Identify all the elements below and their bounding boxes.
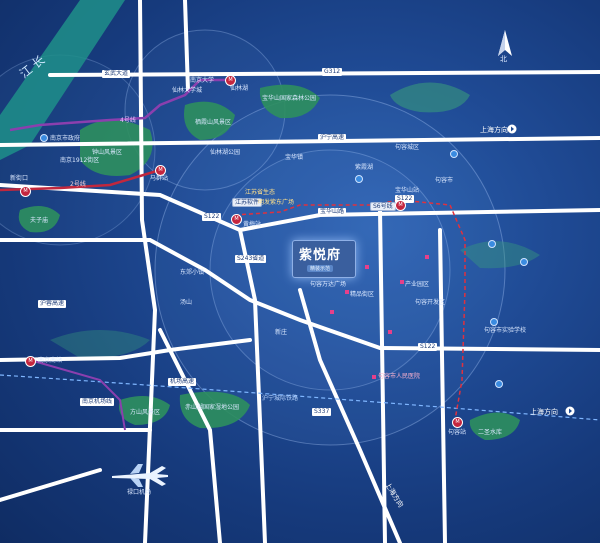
erchen-green <box>469 412 520 440</box>
compass-label: 北 <box>500 55 507 63</box>
road-label-hushan: 沪蓉高速 <box>38 300 67 308</box>
project-name: 紫悦府 <box>299 248 342 263</box>
metro-station-icon[interactable]: M <box>25 356 36 367</box>
road-label-xuanwu: 玄武大道 <box>102 70 131 78</box>
poi-mall-icon[interactable] <box>330 310 334 314</box>
metro-station-icon[interactable]: M <box>225 75 236 86</box>
poi-school-icon[interactable] <box>490 318 498 326</box>
poi-school-icon[interactable] <box>40 134 48 142</box>
place-xianlin-univ-city: 仙林大学城 <box>172 87 203 94</box>
metro-line-4 <box>9 78 225 132</box>
road-label-s122-left: S122 <box>202 213 222 221</box>
place-zhongshan: 钟山风景区 <box>92 149 123 156</box>
metro-station-icon[interactable]: M <box>20 186 31 197</box>
poi-school-icon[interactable] <box>450 150 458 158</box>
place-boutique: 精品街区 <box>350 291 375 298</box>
station-label-nanjing-south: 南京南站 <box>38 357 63 364</box>
railway-label: 沪宁城际铁路 <box>262 395 299 402</box>
place-hospital: 句容市人民医院 <box>378 373 421 380</box>
road-label-airport-hwy: 机场高速 <box>168 378 197 386</box>
metro-station-icon[interactable]: M <box>395 200 406 211</box>
direction-arrow-icon <box>507 124 517 134</box>
baohua-park <box>259 84 320 119</box>
place-wanda: 句容万达广场 <box>310 281 347 288</box>
road-label-baohua: 宝华山路 <box>318 208 347 216</box>
place-fuzimiao: 夫子庙 <box>30 217 49 224</box>
place-1912: 南京1912街区 <box>60 157 100 164</box>
road-label-s243: S243省道 <box>235 255 267 263</box>
metro-line-4-label: 4号线 <box>120 117 136 124</box>
place-xianlin-lake: 仙林湖公园 <box>210 149 241 156</box>
road-label-huning: 沪宁高速 <box>318 134 347 142</box>
place-jiangsu-eco: 江苏省生态 <box>245 189 276 196</box>
fangshan-green <box>119 396 170 425</box>
place-zixia: 紫霞湖 <box>355 164 374 171</box>
intercity-railway <box>0 374 600 421</box>
poi-school-icon[interactable] <box>355 175 363 183</box>
place-airport: 禄口机场 <box>127 489 152 496</box>
station-label-xianlin: 仙林湖 <box>230 85 249 92</box>
metro-line-2-label: 2号线 <box>70 181 86 188</box>
place-nanjing-univ: 南京大学 <box>190 77 215 84</box>
road-label-s122-bottom: S122 <box>418 343 438 351</box>
metro-station-icon[interactable]: M <box>452 417 463 428</box>
place-baohua-town: 宝华镇 <box>285 154 304 161</box>
station-label-maqun: 马群站 <box>150 175 169 182</box>
direction-shanghai-bottom: 上海方向 <box>530 408 558 416</box>
poi-mall-icon[interactable] <box>400 280 404 284</box>
qixia-park <box>184 101 235 140</box>
station-label-huangmei: 黄梅站 <box>243 221 262 228</box>
metro-line-s6-label: S6号线 <box>370 202 396 211</box>
metro-line-s6 <box>234 199 466 421</box>
place-industrial: 产业园区 <box>405 281 430 288</box>
station-label-baohua: 宝华山站 <box>395 187 420 194</box>
place-xinzhuang: 新庄 <box>275 329 288 336</box>
poi-mall-icon[interactable] <box>365 265 369 269</box>
station-label-jurong: 句容站 <box>448 429 467 436</box>
place-tangshan: 汤山 <box>180 299 193 306</box>
place-chishan: 赤山湖国家湿地公园 <box>185 404 240 411</box>
station-label-xinjiekou: 新街口 <box>10 175 29 182</box>
poi-hospital-icon[interactable] <box>372 375 376 379</box>
poi-mall-icon[interactable] <box>388 330 392 334</box>
airplane-icon <box>112 464 168 487</box>
place-dongjiao: 东郊小镇 <box>180 269 205 276</box>
zhongshan-park <box>80 120 153 176</box>
mountain-ridge-west <box>50 330 150 359</box>
road-label-airport-metro: 南京机场线 <box>80 398 115 406</box>
metro-station-icon[interactable]: M <box>231 214 242 225</box>
road-label-s122-top: S122 <box>395 195 415 203</box>
place-fangshan: 方山风景区 <box>130 409 161 416</box>
jiangsu-software-label: 江苏软件 <box>232 198 263 207</box>
metro-airport-line <box>29 359 126 431</box>
place-jurong-school: 句容市实验学校 <box>484 327 527 334</box>
fuzimiao-green <box>18 206 60 233</box>
yangtze-river <box>0 0 125 160</box>
road-label-g312: G312 <box>322 68 343 76</box>
poi-mall-icon[interactable] <box>345 290 349 294</box>
direction-arrow-icon <box>565 406 575 416</box>
place-erchen: 二圣水库 <box>478 429 503 436</box>
poi-school-icon[interactable] <box>495 380 503 388</box>
road-label-s337: S337 <box>312 408 332 416</box>
place-qixia: 栖霞山风景区 <box>195 119 232 126</box>
project-subtitle: 精装示范 <box>307 265 334 272</box>
place-nanjing-gov: 南京市政府 <box>50 135 81 142</box>
direction-shanghai-top: 上海方向 <box>480 126 508 134</box>
poi-school-icon[interactable] <box>520 258 528 266</box>
metro-station-icon[interactable]: M <box>155 165 166 176</box>
place-jurong-east: 句容市 <box>435 177 454 184</box>
place-mingfa: 明发紫东广场 <box>258 199 295 206</box>
poi-mall-icon[interactable] <box>425 255 429 259</box>
project-marker[interactable]: 紫悦府 精装示范 <box>292 240 356 278</box>
mountain-ridge-east <box>390 82 470 113</box>
place-baohuashan: 宝华山国家森林公园 <box>262 95 317 102</box>
place-jurong-north: 句容城区 <box>395 144 420 151</box>
compass-north-arrow-icon <box>498 30 512 56</box>
place-jurong-zone: 句容开发区 <box>415 299 446 306</box>
poi-school-icon[interactable] <box>488 240 496 248</box>
